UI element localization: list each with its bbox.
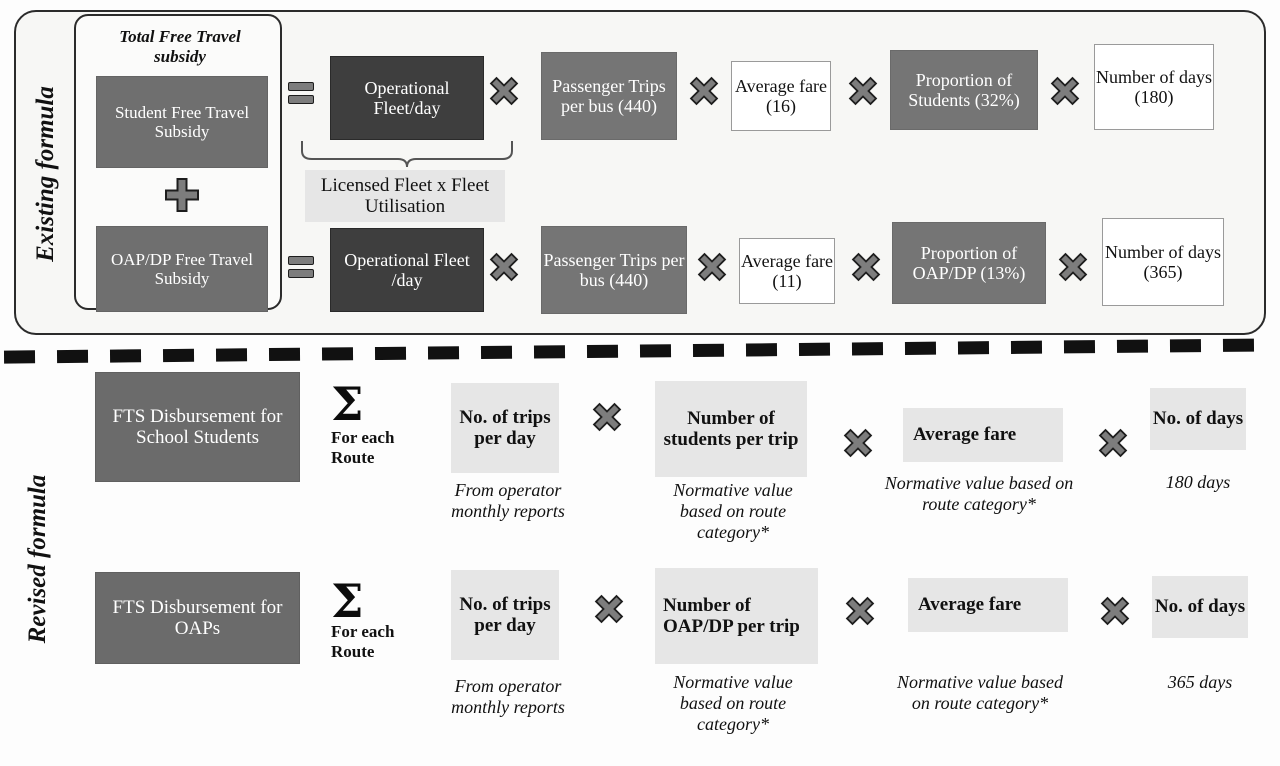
passenger-trips-per-bus-box-oap: Passenger Trips per bus (440)	[541, 226, 687, 314]
operational-fleet-day-box-student: Operational Fleet/day	[330, 56, 484, 140]
average-fare-box-student: Average fare (16)	[731, 61, 831, 131]
proportion-of-students-box: Proportion of Students (32%)	[890, 50, 1038, 130]
multiply-icon-s1	[489, 76, 519, 106]
multiply-icon-s4	[1050, 76, 1080, 106]
no-of-days-caption-row1: 180 days	[1165, 472, 1231, 492]
sigma-icon-row1: Σ	[331, 377, 364, 431]
operational-fleet-day-box-oap: Operational Fleet /day	[330, 228, 484, 312]
no-of-days-caption-row2: 365 days	[1167, 672, 1233, 692]
fts-disbursement-oaps-box: FTS Disbursement for OAPs	[95, 572, 300, 664]
multiply-icon-o4	[1058, 252, 1088, 282]
revised-formula-label: Revised formula	[24, 474, 51, 644]
oap-dp-free-travel-subsidy-box: OAP/DP Free Travel Subsidy	[96, 226, 268, 312]
sigma-caption-row2: For each Route	[331, 622, 395, 662]
plus-icon	[164, 177, 200, 213]
operational-fleet-brace	[300, 139, 514, 175]
multiply-icon-s2	[689, 76, 719, 106]
multiply-icon-r1a	[592, 402, 622, 432]
average-fare-caption-row2: Normative value based on route category*	[897, 672, 1063, 714]
section-divider	[0, 335, 1280, 367]
multiply-icon-o3	[851, 252, 881, 282]
multiply-icon-r2b	[845, 596, 875, 626]
multiply-icon-r2c	[1100, 596, 1130, 626]
no-of-days-box-row1: No. of days	[1150, 388, 1246, 450]
sigma-icon-row2: Σ	[331, 574, 364, 628]
average-fare-caption-row1: Normative value based on route category*	[884, 473, 1074, 515]
number-of-oap-dp-per-trip-box: Number of OAP/DP per trip	[655, 568, 818, 664]
multiply-icon-o2	[697, 252, 727, 282]
proportion-of-oap-dp-box: Proportion of OAP/DP (13%)	[892, 222, 1046, 304]
fts-disbursement-school-students-box: FTS Disbursement for School Students	[95, 372, 300, 482]
no-of-trips-per-day-caption-row1: From operator monthly reports	[451, 480, 565, 522]
passenger-trips-per-bus-box-student: Passenger Trips per bus (440)	[541, 52, 677, 140]
number-of-students-per-trip-box: Number of students per trip	[655, 381, 807, 477]
no-of-trips-per-day-box-row1: No. of trips per day	[451, 383, 559, 473]
multiply-icon-s3	[848, 76, 878, 106]
average-fare-box-row1: Average fare	[903, 408, 1063, 462]
number-of-oap-dp-per-trip-caption: Normative value based on route category*	[673, 672, 793, 735]
number-of-days-box-oap: Number of days (365)	[1102, 218, 1224, 306]
number-of-students-per-trip-caption: Normative value based on route category*	[673, 480, 793, 543]
no-of-days-box-row2: No. of days	[1152, 576, 1248, 638]
equals-icon-student-row	[288, 82, 314, 108]
multiply-icon-r1c	[1098, 428, 1128, 458]
multiply-icon-r2a	[594, 594, 624, 624]
equals-icon-oap-row	[288, 256, 314, 282]
no-of-trips-per-day-caption-row2: From operator monthly reports	[451, 676, 565, 718]
student-free-travel-subsidy-box: Student Free Travel Subsidy	[96, 76, 268, 168]
average-fare-box-oap: Average fare (11)	[739, 238, 835, 304]
number-of-days-box-student: Number of days (180)	[1094, 44, 1214, 130]
no-of-trips-per-day-box-row2: No. of trips per day	[451, 570, 559, 660]
multiply-icon-r1b	[843, 428, 873, 458]
licensed-fleet-callout: Licensed Fleet x Fleet Utilisation	[305, 170, 505, 222]
total-subsidy-title: Total Free Travel subsidy	[119, 27, 241, 66]
existing-formula-label: Existing formula	[32, 86, 59, 262]
average-fare-box-row2: Average fare	[908, 578, 1068, 632]
multiply-icon-o1	[489, 252, 519, 282]
sigma-caption-row1: For each Route	[331, 428, 395, 468]
